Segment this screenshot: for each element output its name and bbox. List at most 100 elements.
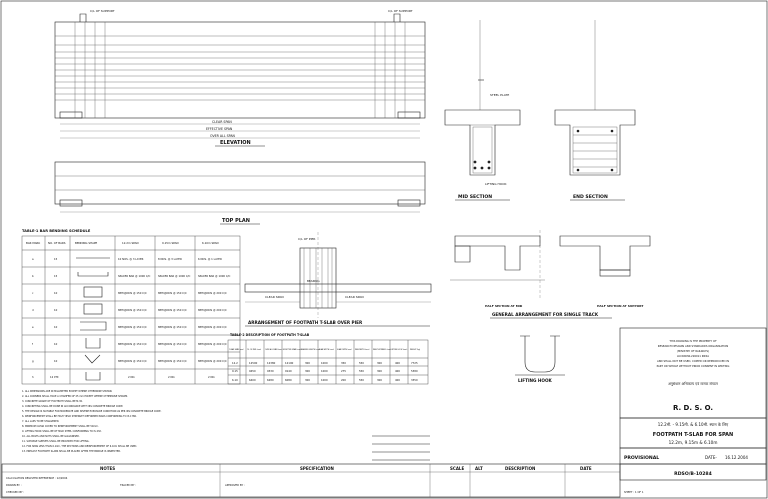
t2-r0-c4: 300 bbox=[305, 361, 310, 365]
t1-r1-c4: SPACER BAR @ 1000 C/C bbox=[158, 274, 191, 278]
t2-r2-c5: 1000 bbox=[321, 378, 328, 382]
t2-r2-c6: 200 bbox=[341, 378, 346, 382]
t1-r0-c0: a bbox=[32, 258, 34, 261]
half-support-title: HALF SECTION AT SUPPORT bbox=[597, 304, 644, 308]
org-hindi: अनुसंधान अभिकल्प एवं मानक संगठन bbox=[668, 381, 719, 386]
note-13: 13. PRECAST FOOTPATH SLABS SHALL BE PLAC… bbox=[22, 450, 121, 453]
t1-r7-c0: h bbox=[32, 375, 34, 379]
note-3: 3. CONCRETE GRADE OF FOOTPATH SHALL BE M… bbox=[22, 400, 83, 403]
end-section-view: END SECTION bbox=[554, 20, 636, 201]
rdso-line-6: PART OR WHOLE WITHOUT PRIOR CONSENT IN W… bbox=[657, 364, 730, 368]
note-8: 8. MINIMUM CLEAR COVER TO REINFORCEMENT … bbox=[22, 425, 99, 428]
rdso-line-1: THIS DRAWING IS THE PROPERTY OF bbox=[669, 339, 717, 343]
t1-r3-c3: 8PHI@NOS @ 150 C/C bbox=[118, 308, 147, 312]
t2-r0-c6: 350 bbox=[341, 361, 346, 365]
notes-header: NOTES bbox=[100, 466, 115, 471]
t1-h-122: 12.2m SPAN bbox=[122, 241, 138, 245]
t1-r4-c0: e bbox=[32, 326, 34, 329]
t2-r0-c1: 12500 bbox=[249, 361, 258, 365]
t2-r1-c3: 9140 bbox=[285, 369, 292, 373]
t2-r2-c9: 400 bbox=[395, 378, 400, 382]
t2-r1-c5: 1000 bbox=[321, 369, 328, 373]
t2-h9: LIFTING HOOK (mm) bbox=[391, 349, 408, 351]
t1-r1-c0: b bbox=[32, 274, 34, 278]
t2-h4: BEARING LENGTH (mm) bbox=[301, 348, 320, 351]
rdso-line-5: AND SHALL NOT BE USED, COPIED OR REPRODU… bbox=[657, 359, 729, 363]
t2-r1-c6: 275 bbox=[341, 369, 346, 373]
t2-r0-c10: 7725 bbox=[411, 361, 418, 365]
t2-h3: EFFECTIVE SPAN (mm) bbox=[283, 348, 301, 351]
note-4: 4. CONCRETING SHALL BE DONE IN ACCORDANC… bbox=[22, 405, 124, 408]
t2-r1-c2: 9330 bbox=[267, 369, 274, 373]
general-arrangement-title: GENERAL ARRANGEMENT FOR SINGLE TRACK bbox=[492, 312, 599, 317]
arrangement-title: ARRANGEMENT OF FOOTPATH T-SLAB OVER PIER bbox=[248, 320, 363, 325]
t1-r0-c3: 10 NOS. @ 3 LAYER bbox=[118, 257, 144, 261]
t1-r0-c4: 8 NOS. @ 3 LAYER bbox=[158, 257, 182, 261]
t2-r1-c7: 550 bbox=[359, 369, 364, 373]
t1-r4-c4: 8PHI@NOS @ 150 C/C bbox=[158, 325, 187, 329]
overall-span-label: OVER ALL SPAN bbox=[210, 134, 236, 138]
arr-clear-span-left: CLEAR SPAN bbox=[265, 295, 284, 299]
t2-r0-c5: 1000 bbox=[321, 361, 328, 365]
traced-by: TRACED BY : bbox=[120, 483, 136, 487]
general-arrangement-view: HALF SECTION AT MID HALF SECTION AT SUPP… bbox=[450, 230, 651, 319]
t1-r6-c4: 8PHI@NOS @ 150 C/C bbox=[158, 359, 187, 363]
t1-r7-c4: 2 NO. bbox=[168, 375, 175, 379]
t1-r3-c1: 10 bbox=[54, 308, 58, 312]
note-7: 7. ALL LAPS TO BE STAGGERED. bbox=[22, 420, 59, 423]
rdso-line-4: LUCKNOW-226011 INDIA bbox=[677, 354, 709, 358]
t1-r4-c3: 8PHI@NOS @ 150 C/C bbox=[118, 325, 147, 329]
t1-r7-c5: 2 NO. bbox=[208, 375, 215, 379]
t1-r3-c0: d bbox=[32, 308, 34, 312]
alt-header: ALT bbox=[475, 466, 483, 471]
note-2: 2. ALL CORNERS SHALL HAVE A CHAMFER OF 2… bbox=[22, 395, 128, 398]
t1-r2-c3: 8PHI@NOS @ 150 C/C bbox=[118, 291, 147, 295]
rdso-line-3: (MINISTRY OF RAILWAYS) bbox=[677, 349, 709, 353]
t2-r2-c7: 550 bbox=[359, 378, 364, 382]
t1-r4-c1: 10 bbox=[54, 325, 58, 329]
arr-bearing-label: BEARING bbox=[307, 279, 320, 283]
t2-r1-c4: 300 bbox=[305, 369, 310, 373]
elevation-title: ELEVATION bbox=[220, 140, 251, 146]
t1-r6-c5: 8PHI@NOS @ 200 C/C bbox=[198, 359, 227, 363]
notes-block: 1. ALL DIMENSIONS ARE IN MILLIMETER EXCE… bbox=[22, 390, 162, 453]
t1-r1-c1: 15 bbox=[54, 274, 58, 278]
t2-h1: C/L OF PIER (mm) bbox=[247, 349, 262, 351]
arr-clear-span-right: CLEAR SPAN bbox=[345, 295, 364, 299]
rdso-line-2: RESEARCH DESIGNS AND STANDARDS ORGANISAT… bbox=[658, 344, 728, 348]
t2-r1-c9: 400 bbox=[395, 369, 400, 373]
cl-support-right: C/L OF SUPPORT bbox=[388, 9, 413, 13]
t2-r2-c3: 6080 bbox=[285, 378, 292, 382]
t2-r2-c0: 6.10 bbox=[232, 378, 238, 382]
scale-header: SCALE bbox=[450, 466, 464, 471]
t2-r0-c0: 12.2 bbox=[232, 361, 238, 365]
date-label: DATE- bbox=[705, 455, 717, 460]
t1-r5-c0: f bbox=[32, 342, 33, 346]
t1-r0-c1: 15 bbox=[54, 257, 58, 261]
t1-r2-c0: c bbox=[32, 292, 34, 295]
t1-h-shape: BENDING SHAPE bbox=[75, 241, 98, 245]
t1-r2-c4: 8PHI@NOS @ 150 C/C bbox=[158, 291, 187, 295]
note-10: 10. ALL BOLTS AND NUTS SHALL BE GALVANIS… bbox=[22, 435, 80, 438]
t1-r3-c5: 8PHI@NOS @ 200 C/C bbox=[198, 308, 227, 312]
t2-r2-c10: 3350 bbox=[411, 378, 418, 382]
drawing-title: FOOTPATH T-SLAB FOR SPAN bbox=[653, 432, 733, 438]
t1-r7-c3: 2 NO. bbox=[128, 375, 135, 379]
title-block: THIS DRAWING IS THE PROPERTY OF RESEARCH… bbox=[619, 327, 767, 481]
mid-section-view: STEEL PLATE MID SECTION bbox=[444, 20, 521, 201]
t2-h8: WEB THICKNESS (mm) bbox=[373, 349, 391, 351]
t1-h-nobars: NO. OF BARS bbox=[48, 241, 66, 245]
t2-r1-c10: 5380 bbox=[411, 369, 418, 373]
effective-span-label: EFFECTIVE SPAN bbox=[206, 127, 233, 131]
note-1: 1. ALL DIMENSIONS ARE IN MILLIMETER EXCE… bbox=[22, 390, 113, 393]
end-section-title: END SECTION bbox=[573, 194, 608, 200]
scale-bar bbox=[372, 435, 430, 461]
t2-r1-c8: 300 bbox=[377, 369, 382, 373]
date-value: 16.12.2004 bbox=[725, 455, 748, 460]
date-header: DATE bbox=[580, 466, 592, 471]
t1-r4-c5: 8PHI@NOS @ 200 C/C bbox=[198, 325, 227, 329]
t2-r1-c1: 9450 bbox=[249, 369, 256, 373]
table-2: TABLE-2 DESCRIPTION OF FOOTPATH T-SLAB C… bbox=[227, 333, 429, 385]
arr-cl-pier: C/L OF PIER bbox=[298, 237, 315, 241]
